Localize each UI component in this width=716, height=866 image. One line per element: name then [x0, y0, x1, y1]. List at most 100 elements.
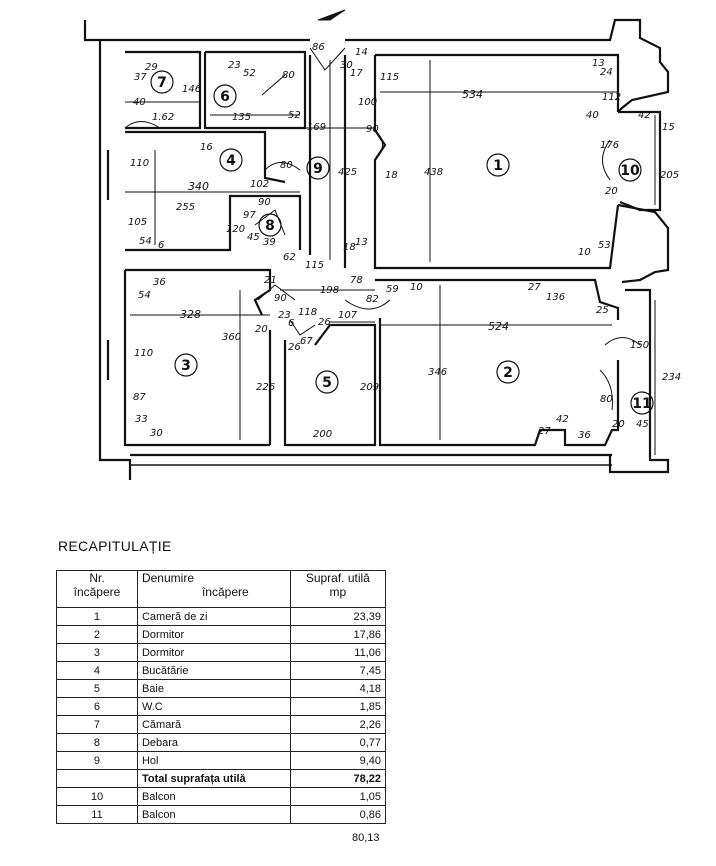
- door-swing-11-top: [604, 337, 641, 346]
- room-4-marker: [219, 148, 243, 172]
- dim: 524: [488, 320, 509, 333]
- header-nr: Nr.încăpere: [56, 570, 138, 608]
- dim: 23: [278, 310, 291, 321]
- dim: 30: [340, 60, 353, 71]
- dim: 90: [274, 293, 287, 304]
- dim: 23: [228, 60, 241, 71]
- row-name: Baie: [136, 679, 291, 698]
- dim: 67: [300, 336, 313, 347]
- row-nr: 6: [56, 697, 138, 716]
- total-name: Total suprafața utilă: [136, 769, 291, 788]
- row-area: 0,77: [289, 733, 387, 752]
- row-area: 17,86: [289, 625, 387, 644]
- row-name: Cămară: [136, 715, 291, 734]
- dim: 107: [338, 310, 358, 321]
- dim: 169: [307, 122, 326, 133]
- floor-plan: 1 2 3 4 5 6 7 8 9 10 11 86 29 37 146 40 …: [83, 9, 681, 480]
- dim: 425: [338, 167, 357, 178]
- dim: 6: [158, 240, 164, 251]
- room-3-label: 3: [181, 358, 191, 374]
- door-swing-1: [374, 129, 383, 161]
- row-nr: 10: [56, 787, 138, 806]
- outer-wall-right: [617, 203, 670, 284]
- room-3-marker: [174, 353, 198, 377]
- header-nr-line2: încăpere: [73, 585, 121, 599]
- dim: 13: [592, 58, 605, 69]
- door-swing-7: [124, 121, 161, 129]
- dim: 105: [128, 217, 147, 228]
- dim: 120: [226, 224, 245, 235]
- row-nr: 7: [56, 715, 138, 734]
- outer-wall-top-right: [345, 18, 670, 113]
- row-area: 2,26: [289, 715, 387, 734]
- row-area: 23,39: [289, 607, 387, 626]
- dim: 340: [188, 180, 209, 193]
- row-nr: 3: [56, 643, 138, 662]
- row-area: 1,05: [289, 787, 387, 806]
- dim: 328: [180, 308, 201, 321]
- dim: 146: [182, 84, 201, 95]
- dim: 20: [605, 186, 618, 197]
- dim: 45: [247, 232, 260, 243]
- row-area: 4,18: [289, 679, 387, 698]
- dim: 18: [343, 242, 356, 253]
- dim: 209: [360, 382, 379, 393]
- outer-wall-left: [98, 40, 132, 480]
- recap-title: RECAPITULAȚIE: [58, 538, 172, 554]
- row-area: 9,40: [289, 751, 387, 770]
- room-4-wall-lower: [125, 194, 302, 252]
- dim: 18: [385, 170, 398, 181]
- row-name: Debara: [136, 733, 291, 752]
- room-1-label: 1: [493, 158, 503, 174]
- room-1-wall: [375, 53, 620, 112]
- dim: 110: [134, 348, 153, 359]
- dim: 100: [358, 97, 377, 108]
- dim: 438: [424, 167, 443, 178]
- room-8-label: 8: [265, 218, 275, 234]
- door-swing-2: [344, 299, 391, 310]
- dim: 26: [318, 317, 331, 328]
- dim: 136: [546, 292, 565, 303]
- dim: 45: [636, 419, 649, 430]
- row-nr: 1: [56, 607, 138, 626]
- grand-total: 80,13: [352, 832, 380, 844]
- door-swing-8: [254, 209, 286, 236]
- dim: 54: [139, 236, 152, 247]
- dim: 15: [662, 122, 675, 133]
- dim: 42: [556, 414, 569, 425]
- room-5-wall: [283, 323, 377, 447]
- dim: 226: [256, 382, 275, 393]
- dim: 39: [263, 237, 276, 248]
- balcony-11: [608, 288, 670, 474]
- dim: 112: [602, 92, 621, 103]
- header-name-line2: încăpere: [201, 585, 249, 599]
- dim: 80: [600, 394, 613, 405]
- row-nr: 8: [56, 733, 138, 752]
- dim: 62: [283, 252, 296, 263]
- dim: 21: [264, 275, 277, 286]
- row-name: Balcon: [136, 805, 291, 824]
- room-9-label: 9: [313, 161, 323, 177]
- dim: 534: [462, 88, 483, 101]
- dim: 14: [355, 47, 368, 58]
- row-nr: 9: [56, 751, 138, 770]
- dim: 115: [305, 260, 324, 271]
- room-4-label: 4: [226, 153, 236, 169]
- row-area: 7,45: [289, 661, 387, 680]
- dim: 10: [410, 282, 423, 293]
- dim: 52: [288, 110, 301, 121]
- header-nr-line1: Nr.: [89, 571, 105, 585]
- dim: 78: [350, 275, 363, 286]
- dim: 10: [578, 247, 591, 258]
- room-5-marker: [315, 370, 339, 394]
- room-2-label: 2: [503, 365, 513, 381]
- dim: 6: [288, 318, 294, 329]
- dim: 87: [133, 392, 146, 403]
- dim: 20: [612, 419, 625, 430]
- dim: 82: [366, 294, 379, 305]
